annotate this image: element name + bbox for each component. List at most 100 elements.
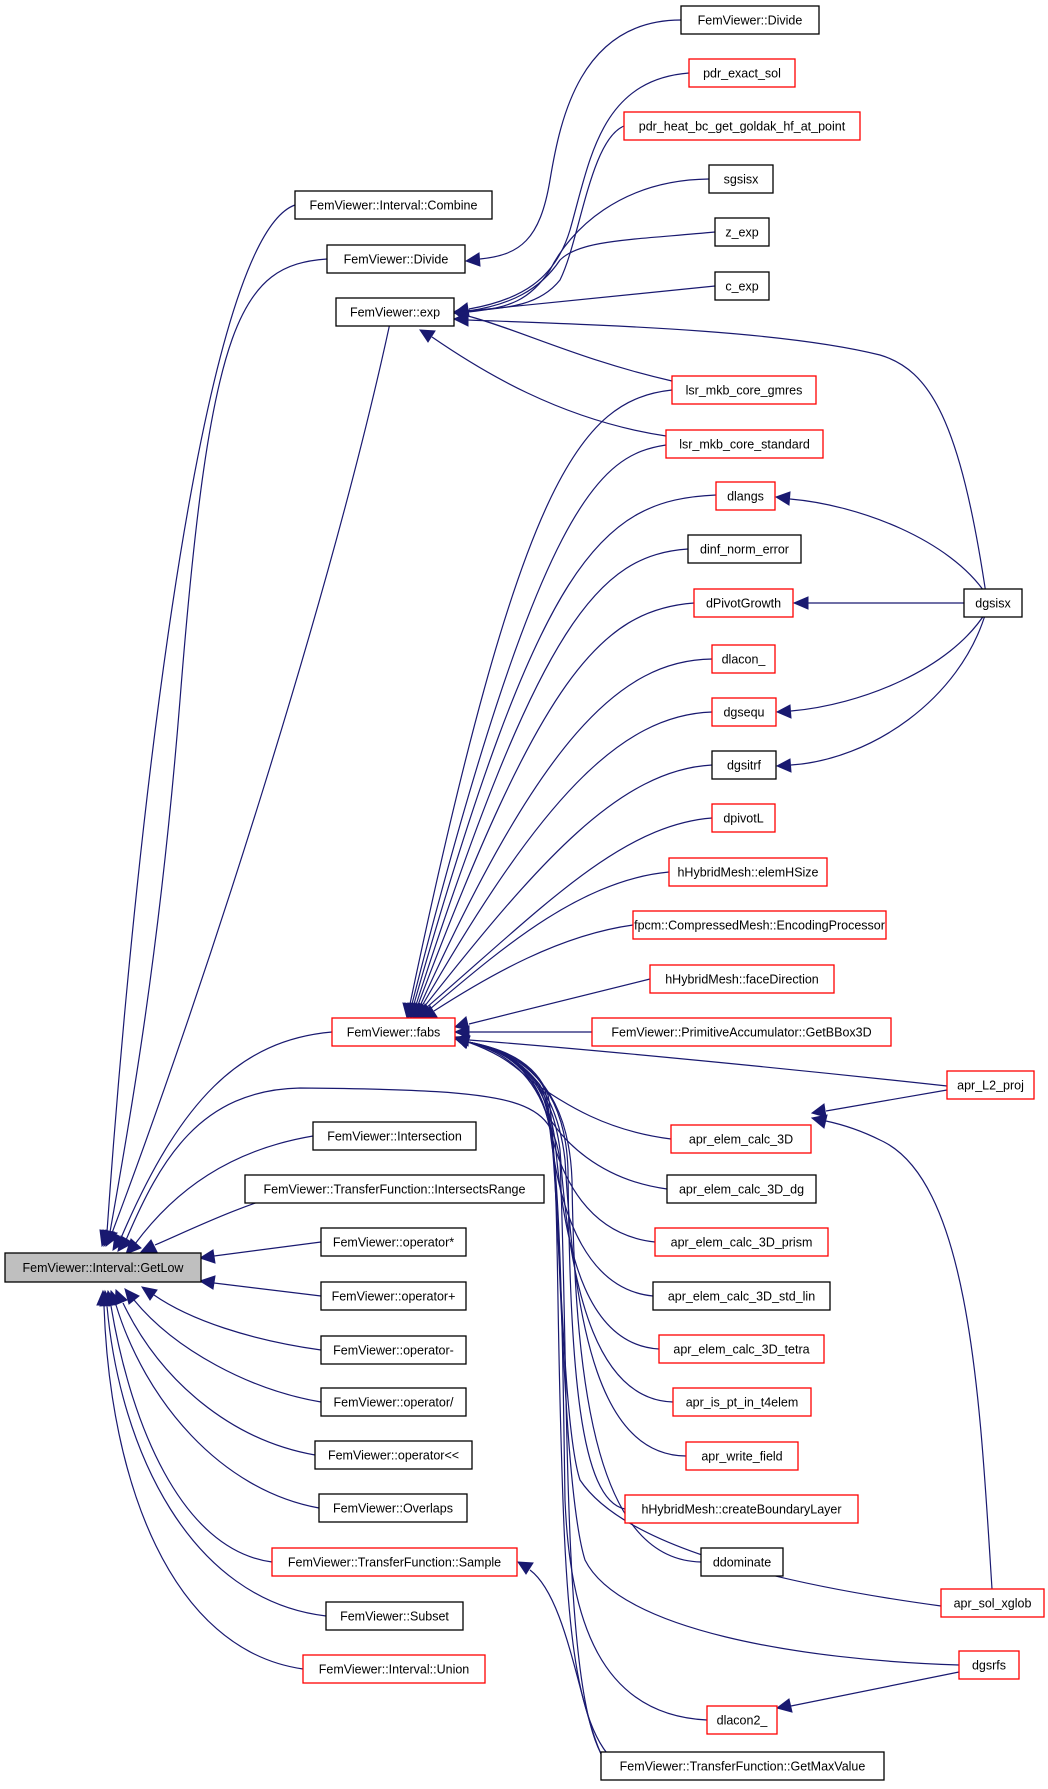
- node-label: FemViewer::fabs: [347, 1026, 441, 1040]
- edge-overlaps-to-getlow: [108, 1289, 320, 1509]
- node-label: apr_L2_proj: [957, 1079, 1024, 1093]
- node-box: [688, 58, 796, 88]
- edge-lsrstd-to-exp: [419, 329, 667, 437]
- node-box: [711, 697, 777, 727]
- node-getmax[interactable]: FemViewer::TransferFunction::GetMaxValue: [600, 1751, 885, 1781]
- node-dpivotl[interactable]: dpivotL: [711, 803, 776, 833]
- node-label: FemViewer::exp: [350, 306, 440, 320]
- node-label: apr_write_field: [701, 1450, 782, 1464]
- node-dgsrfs[interactable]: dgsrfs: [958, 1650, 1020, 1680]
- node-elemhsize[interactable]: hHybridMesh::elemHSize: [668, 857, 828, 887]
- node-dgsisx[interactable]: dgsisx: [963, 588, 1023, 618]
- node-box: [666, 1174, 817, 1204]
- node-combine[interactable]: FemViewer::Interval::Combine: [294, 190, 493, 220]
- node-divide_r[interactable]: FemViewer::Divide: [680, 5, 820, 35]
- node-ddominate[interactable]: ddominate: [700, 1547, 784, 1577]
- node-dgsequ[interactable]: dgsequ: [711, 697, 777, 727]
- edge-getmax-to-fabs: [453, 1035, 621, 1767]
- node-apr_3d_dg[interactable]: apr_elem_calc_3D_dg: [666, 1174, 817, 1204]
- node-dlacon2[interactable]: dlacon2_: [706, 1705, 778, 1735]
- node-getbbox[interactable]: FemViewer::PrimitiveAccumulator::GetBBox…: [591, 1017, 892, 1047]
- node-sgsisx[interactable]: sgsisx: [708, 164, 774, 194]
- node-box: [714, 271, 770, 301]
- node-box: [708, 164, 774, 194]
- node-fpcm[interactable]: fpcm::CompressedMesh::EncodingProcessor: [632, 910, 887, 940]
- edge-zexp-to-exp: [452, 231, 716, 319]
- node-intersection[interactable]: FemViewer::Intersection: [312, 1121, 477, 1151]
- node-op_mul[interactable]: FemViewer::operator*: [320, 1227, 467, 1257]
- node-lsr_std[interactable]: lsr_mkb_core_standard: [665, 429, 824, 459]
- node-divide_l[interactable]: FemViewer::Divide: [326, 244, 466, 274]
- node-box: [946, 1070, 1035, 1100]
- edge-getbbox-to-fabs: [453, 1025, 592, 1039]
- node-label: FemViewer::Interval::Union: [319, 1663, 470, 1677]
- node-getlow[interactable]: FemViewer::Interval::GetLow: [4, 1252, 202, 1283]
- node-label: FemViewer::Subset: [340, 1610, 449, 1624]
- node-label: apr_is_pt_in_t4elem: [686, 1396, 799, 1410]
- node-dgsitrf[interactable]: dgsitrf: [711, 750, 777, 780]
- edge-dgsisx-to-dgsequ: [775, 611, 987, 719]
- node-apr_sol[interactable]: apr_sol_xglob: [940, 1588, 1045, 1618]
- node-apr_l2[interactable]: apr_L2_proj: [946, 1070, 1035, 1100]
- node-box: [591, 1017, 892, 1047]
- node-box: [302, 1654, 486, 1684]
- node-box: [623, 111, 861, 141]
- node-label: dgsisx: [975, 597, 1011, 611]
- node-createbl[interactable]: hHybridMesh::createBoundaryLayer: [624, 1494, 859, 1524]
- node-box: [711, 644, 776, 674]
- node-dpivotgrowth[interactable]: dPivotGrowth: [693, 588, 794, 618]
- node-box: [271, 1547, 518, 1577]
- node-label: FemViewer::operator*: [333, 1236, 454, 1250]
- node-label: FemViewer::Divide: [698, 14, 803, 28]
- node-overlaps[interactable]: FemViewer::Overlaps: [318, 1493, 468, 1523]
- node-op_div[interactable]: FemViewer::operator/: [320, 1387, 467, 1417]
- node-exp_f[interactable]: FemViewer::exp: [335, 297, 455, 327]
- node-box: [668, 857, 828, 887]
- edge-opplus-to-getlow: [198, 1275, 322, 1297]
- node-facedir[interactable]: hHybridMesh::faceDirection: [649, 964, 835, 994]
- node-label: FemViewer::TransferFunction::Sample: [288, 1556, 501, 1570]
- node-lsr_gmres[interactable]: lsr_mkb_core_gmres: [671, 375, 817, 405]
- node-label: dlacon2_: [717, 1714, 769, 1728]
- edge-aprl2-to-apr3d: [810, 1089, 948, 1118]
- edge-opdiv-to-getlow: [124, 1288, 322, 1403]
- node-dlacon[interactable]: dlacon_: [711, 644, 776, 674]
- edge-intersection-to-getlow: [125, 1135, 314, 1255]
- node-box: [706, 1705, 778, 1735]
- node-dinf[interactable]: dinf_norm_error: [687, 534, 802, 564]
- node-box: [940, 1588, 1045, 1618]
- node-label: apr_elem_calc_3D_tetra: [673, 1343, 809, 1357]
- node-box: [963, 588, 1023, 618]
- node-apr_pt[interactable]: apr_is_pt_in_t4elem: [672, 1387, 812, 1417]
- node-label: FemViewer::TransferFunction::GetMaxValue: [620, 1760, 866, 1774]
- node-label: apr_elem_calc_3D: [689, 1133, 793, 1147]
- node-apr_tetra[interactable]: apr_elem_calc_3D_tetra: [658, 1334, 825, 1364]
- node-fabs[interactable]: FemViewer::fabs: [331, 1017, 456, 1047]
- node-apr_write[interactable]: apr_write_field: [685, 1441, 799, 1471]
- node-box: [331, 1017, 456, 1047]
- node-c_exp[interactable]: c_exp: [714, 271, 770, 301]
- graph-nodes: FemViewer::Interval::GetLowFemViewer::In…: [4, 5, 1045, 1781]
- node-pdr_heat[interactable]: pdr_heat_bc_get_goldak_hf_at_point: [623, 111, 861, 141]
- node-op_shl[interactable]: FemViewer::operator<<: [314, 1440, 473, 1470]
- node-z_exp[interactable]: z_exp: [714, 217, 770, 247]
- node-label: FemViewer::operator-: [333, 1344, 454, 1358]
- edge-fpcm-to-fabs: [421, 924, 634, 1020]
- node-union[interactable]: FemViewer::Interval::Union: [302, 1654, 486, 1684]
- node-apr_3d[interactable]: apr_elem_calc_3D: [670, 1124, 812, 1154]
- node-pdr_exact[interactable]: pdr_exact_sol: [688, 58, 796, 88]
- node-sample[interactable]: FemViewer::TransferFunction::Sample: [271, 1547, 518, 1577]
- node-op_minus[interactable]: FemViewer::operator-: [320, 1335, 467, 1365]
- node-label: dPivotGrowth: [706, 597, 781, 611]
- node-subset[interactable]: FemViewer::Subset: [325, 1601, 464, 1631]
- node-label: dpivotL: [723, 812, 763, 826]
- edge-getmax-to-getlow: [117, 1087, 611, 1767]
- node-dlangs[interactable]: dlangs: [715, 481, 776, 511]
- node-op_plus[interactable]: FemViewer::operator+: [320, 1281, 467, 1311]
- node-intersects[interactable]: FemViewer::TransferFunction::IntersectsR…: [244, 1174, 545, 1204]
- node-apr_stdlin[interactable]: apr_elem_calc_3D_std_lin: [652, 1281, 831, 1311]
- node-box: [685, 1441, 799, 1471]
- node-box: [649, 964, 835, 994]
- node-apr_prism[interactable]: apr_elem_calc_3D_prism: [654, 1227, 829, 1257]
- edge-opmul-to-getlow: [198, 1241, 322, 1264]
